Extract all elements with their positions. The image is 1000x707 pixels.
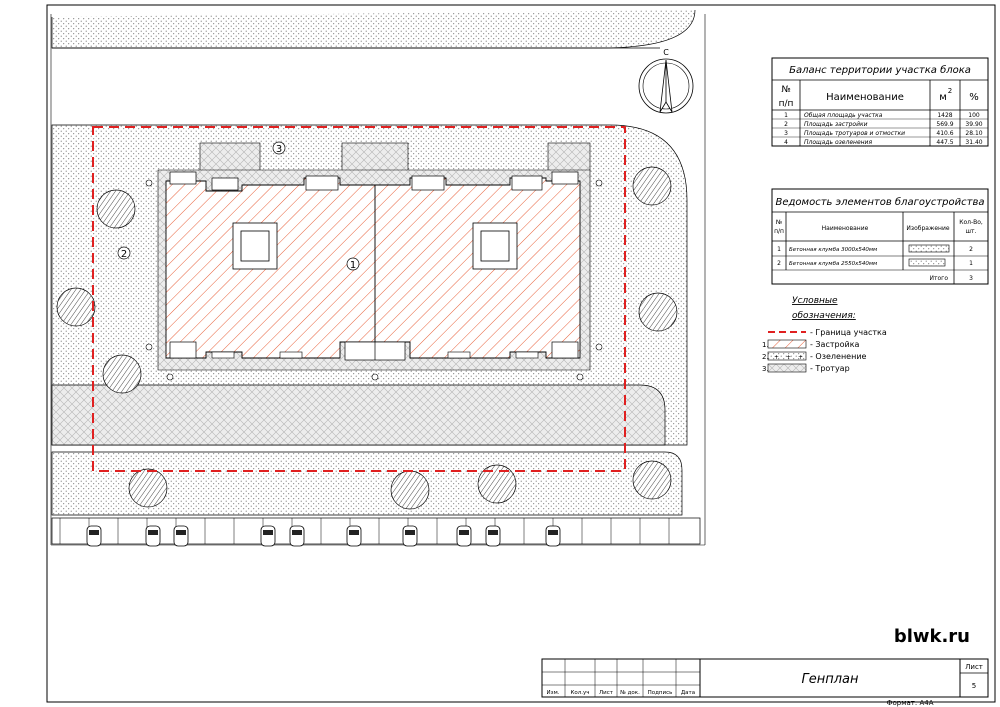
balance-row-m2: 410.6 bbox=[936, 130, 953, 137]
svg-text:3: 3 bbox=[276, 144, 282, 155]
car-icon bbox=[545, 525, 561, 547]
top-road-edge bbox=[51, 9, 696, 49]
svg-text:№: № bbox=[776, 219, 782, 226]
svg-text:шт.: шт. bbox=[966, 228, 977, 235]
watermark: blwk.ru bbox=[894, 626, 970, 647]
stamp-col-header: Лист bbox=[599, 690, 614, 696]
svg-text:2: 2 bbox=[121, 249, 127, 260]
legend-item-label: - Граница участка bbox=[810, 328, 887, 337]
legend-item-num: 2. bbox=[762, 353, 769, 361]
legend: Условные обозначения: + + + - Граница уч… bbox=[762, 296, 887, 373]
svg-text:+: + bbox=[786, 354, 791, 361]
svg-text:Изображение: Изображение bbox=[906, 225, 949, 232]
element-row-qty: 2 bbox=[969, 246, 973, 253]
balance-row-name: Площадь тротуаров и отмостки bbox=[804, 130, 905, 137]
lower-green-strip bbox=[51, 451, 683, 516]
north-arrow-icon: С bbox=[638, 48, 694, 114]
element-row-no: 2 bbox=[777, 260, 781, 267]
zone-label-sidewalk: 3 bbox=[272, 141, 286, 155]
parking-stalls bbox=[59, 518, 670, 547]
legend-sidewalk-swatch bbox=[767, 363, 807, 373]
svg-text:Условные: Условные bbox=[792, 296, 838, 306]
balance-title: Баланс территории участка блока bbox=[789, 64, 971, 76]
balance-row-no: 1 bbox=[784, 112, 788, 119]
svg-text:С: С bbox=[663, 48, 669, 57]
car-icon bbox=[289, 525, 305, 547]
car-icon bbox=[145, 525, 161, 547]
legend-item-label: - Застройка bbox=[810, 340, 860, 349]
legend-building-swatch bbox=[767, 339, 807, 349]
stamp-col-header: Подпись bbox=[648, 690, 673, 696]
legend-item-num: 1. bbox=[762, 341, 769, 349]
svg-text:Наименование: Наименование bbox=[822, 225, 869, 232]
svg-text:обозначения:: обозначения: bbox=[792, 311, 856, 321]
legend-green-swatch bbox=[767, 351, 807, 361]
svg-text:п/п: п/п bbox=[774, 228, 784, 235]
svg-text:Кол-Во,: Кол-Во, bbox=[959, 219, 983, 226]
svg-text:5: 5 bbox=[972, 682, 976, 690]
stamp-col-header: № док. bbox=[620, 690, 640, 696]
balance-row-pct: 31.40 bbox=[965, 139, 982, 146]
car-icon bbox=[173, 525, 189, 547]
car-icon bbox=[346, 525, 362, 547]
svg-text:Наименование: Наименование bbox=[826, 92, 904, 103]
elements-table: Ведомость элементов благоустройства № п/… bbox=[771, 188, 989, 285]
car-icon bbox=[260, 525, 276, 547]
element-row-no: 1 bbox=[777, 246, 781, 253]
svg-text:3: 3 bbox=[969, 275, 973, 282]
balance-row-m2: 569.9 bbox=[936, 121, 953, 128]
svg-text:1: 1 bbox=[350, 260, 356, 271]
balance-row-m2: 1428 bbox=[937, 112, 952, 119]
svg-text:+: + bbox=[798, 354, 803, 361]
svg-text:+: + bbox=[774, 354, 779, 361]
balance-row-name: Площадь застройки bbox=[804, 121, 868, 128]
zone-label-building: 1 bbox=[346, 257, 360, 271]
balance-row-name: Площадь озеленения bbox=[804, 139, 872, 146]
balance-row-no: 3 bbox=[784, 130, 788, 137]
trees bbox=[56, 166, 678, 510]
elements-title: Ведомость элементов благоустройства bbox=[776, 196, 985, 208]
site-boundary bbox=[92, 126, 626, 472]
balance-row-pct: 28.10 bbox=[965, 130, 982, 137]
element-row-name: Бетонная клумба 2550x540мм bbox=[789, 261, 877, 267]
sidewalk-band bbox=[51, 384, 666, 446]
balance-table: Баланс территории участка блока № п/п На… bbox=[771, 57, 989, 147]
stamp-col-header: Изм. bbox=[547, 690, 560, 696]
svg-text:Лист: Лист bbox=[965, 663, 983, 671]
car-icon bbox=[86, 525, 102, 547]
svg-text:п/п: п/п bbox=[779, 99, 794, 109]
sheet-frame bbox=[46, 4, 996, 703]
balance-row-pct: 100 bbox=[968, 112, 980, 119]
drawing-title: Генплан bbox=[801, 672, 859, 687]
balance-row-no: 2 bbox=[784, 121, 788, 128]
car-icon bbox=[402, 525, 418, 547]
svg-text:м: м bbox=[939, 92, 947, 103]
legend-item-label: - Озеленение bbox=[810, 352, 867, 361]
legend-item-num: 3. bbox=[762, 365, 769, 373]
balance-row-no: 4 bbox=[784, 139, 788, 146]
svg-text:Итого: Итого bbox=[930, 275, 949, 282]
building-footprint bbox=[165, 177, 581, 359]
stamp-col-header: Дата bbox=[681, 690, 695, 696]
element-row-name: Бетонная клумба 3000x540мм bbox=[789, 247, 877, 253]
element-row-qty: 1 bbox=[969, 260, 973, 267]
flowerbed-3000-icon bbox=[908, 244, 950, 253]
balance-row-pct: 39.90 bbox=[965, 121, 982, 128]
format-label: Формат: А4А bbox=[886, 699, 933, 707]
flowerbed-2550-icon bbox=[908, 258, 946, 267]
svg-text:№: № bbox=[781, 85, 790, 95]
svg-text:2: 2 bbox=[948, 87, 952, 95]
car-icon bbox=[456, 525, 472, 547]
svg-text:%: % bbox=[969, 92, 979, 103]
zone-label-green: 2 bbox=[117, 246, 131, 260]
balance-row-m2: 447.5 bbox=[936, 139, 953, 146]
balance-row-name: Общая площадь участка bbox=[804, 112, 883, 119]
stamp-col-header: Кол.уч bbox=[570, 690, 589, 696]
legend-item-label: - Тротуар bbox=[810, 364, 850, 373]
car-icon bbox=[485, 525, 501, 547]
